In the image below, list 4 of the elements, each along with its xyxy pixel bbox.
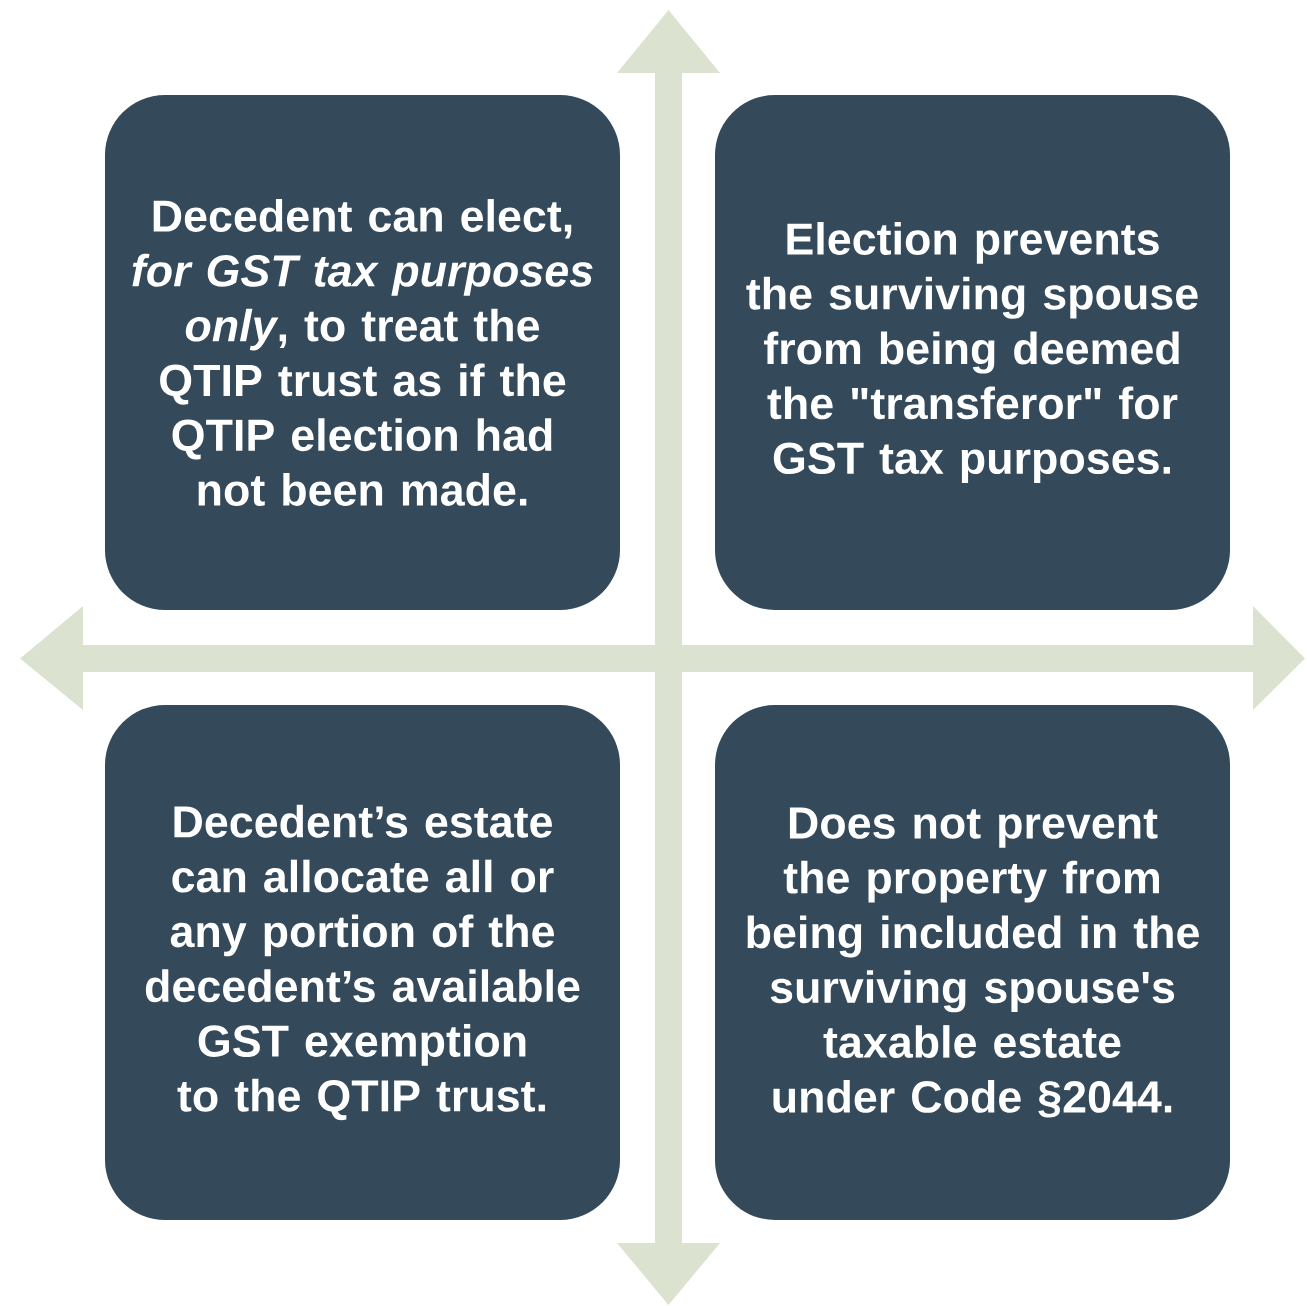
text-box: Decedent’s estate can allocate all or any portion of the decedent’s available GST exemption to the QTIP trust. — [105, 705, 620, 1220]
text-box: Decedent can elect, for GST tax purposes only, to treat the QTIP trust as if the QTIP election had not been made. — [105, 95, 620, 610]
text-box: Election prevents the surviving spouse from being deemed the "transferor" for GST tax purposes. — [715, 95, 1230, 610]
text-box: Does not prevent the property from being included in the surviving spouse's taxable estate under Code §2044. — [715, 705, 1230, 1220]
